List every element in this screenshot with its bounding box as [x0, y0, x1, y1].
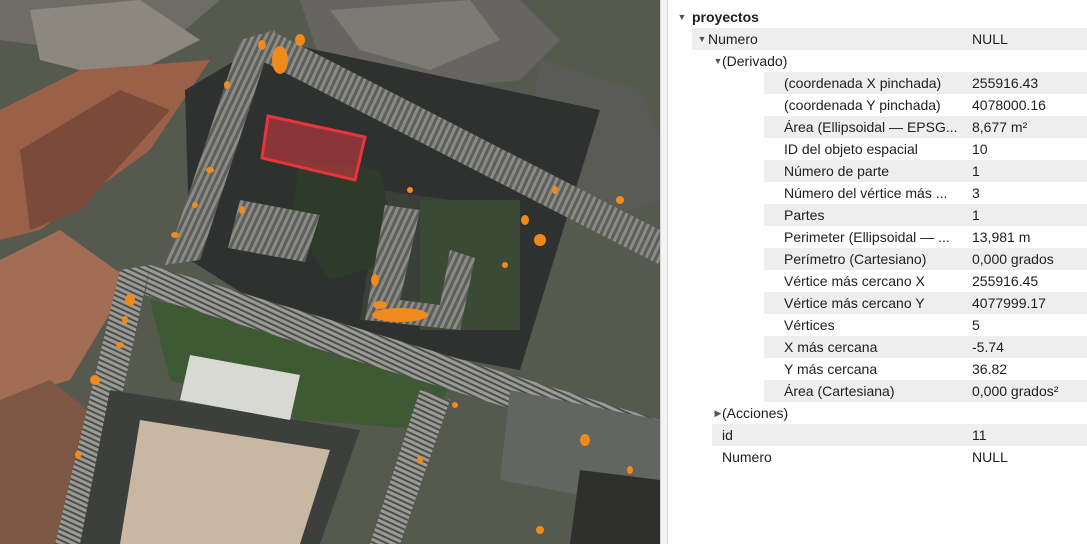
- collapse-arrow-icon[interactable]: ▼: [677, 12, 687, 22]
- row-background: [764, 72, 1087, 94]
- map-canvas[interactable]: [0, 0, 660, 544]
- field-name: Perimeter (Ellipsoidal — ...: [784, 229, 950, 245]
- field-name: Número del vértice más ...: [784, 185, 948, 201]
- field-value: 11: [972, 427, 987, 443]
- field-name: Y más cercana: [784, 361, 878, 377]
- layer-name: proyectos: [692, 9, 759, 25]
- panel-splitter[interactable]: [660, 0, 668, 544]
- tree-row[interactable]: X más cercana -5.74: [668, 336, 1087, 358]
- tree-row[interactable]: Partes 1: [668, 204, 1087, 226]
- row-background: [764, 160, 1087, 182]
- tree-row[interactable]: Número del vértice más ... 3: [668, 182, 1087, 204]
- field-name: X más cercana: [784, 339, 878, 355]
- field-value: 4078000.16: [972, 97, 1046, 113]
- expand-arrow-icon[interactable]: ▶: [714, 408, 722, 418]
- tree-row[interactable]: ID del objeto espacial 10: [668, 138, 1087, 160]
- field-value: 10: [972, 141, 988, 157]
- field-value: 255916.45: [972, 273, 1039, 289]
- tree-row[interactable]: Número de parte 1: [668, 160, 1087, 182]
- tree-row[interactable]: id 11: [668, 424, 1087, 446]
- field-value: 4077999.17: [972, 295, 1046, 311]
- row-background: [764, 116, 1087, 138]
- field-name: Vértice más cercano X: [784, 273, 925, 289]
- field-value: NULL: [972, 31, 1008, 47]
- tree-row[interactable]: (coordenada X pinchada) 255916.43: [668, 72, 1087, 94]
- field-value: 1: [972, 207, 980, 223]
- field-name: Área (Ellipsoidal — EPSG...: [784, 119, 958, 135]
- field-value: 0,000 grados: [972, 251, 1054, 267]
- field-value: 1: [972, 163, 980, 179]
- collapse-arrow-icon[interactable]: ▼: [697, 34, 707, 44]
- tree-root-row[interactable]: ▼ proyectos: [668, 6, 1087, 28]
- selected-feature-highlight: [260, 114, 367, 182]
- row-background: [764, 380, 1087, 402]
- field-name: Partes: [784, 207, 825, 223]
- field-value: 255916.43: [972, 75, 1039, 91]
- field-name: Vértices: [784, 317, 835, 333]
- tree-row[interactable]: Perimeter (Ellipsoidal — ... 13,981 m: [668, 226, 1087, 248]
- tree-row[interactable]: Vértice más cercano Y 4077999.17: [668, 292, 1087, 314]
- field-name: (Acciones): [722, 405, 789, 421]
- row-background: [764, 248, 1087, 270]
- tree-row[interactable]: Vértice más cercano X 255916.45: [668, 270, 1087, 292]
- row-background: [764, 336, 1087, 358]
- row-background: [764, 292, 1087, 314]
- field-value: 3: [972, 185, 980, 201]
- field-name: Numero: [722, 449, 772, 465]
- satellite-raster: [0, 0, 660, 544]
- field-value: 5: [972, 317, 980, 333]
- tree-row[interactable]: ▶(Acciones): [668, 402, 1087, 424]
- field-name: Área (Cartesiana): [784, 383, 895, 399]
- row-background: [692, 28, 1087, 50]
- field-name: id: [722, 427, 733, 443]
- field-value: 13,981 m: [972, 229, 1031, 245]
- field-name: ID del objeto espacial: [784, 141, 918, 157]
- tree-row[interactable]: Área (Ellipsoidal — EPSG... 8,677 m²: [668, 116, 1087, 138]
- field-value: 36.82: [972, 361, 1008, 377]
- field-name: Número de parte: [784, 163, 890, 179]
- field-value: NULL: [972, 449, 1008, 465]
- tree-row[interactable]: Y más cercana 36.82: [668, 358, 1087, 380]
- field-name: (coordenada X pinchada): [784, 75, 942, 91]
- field-value: -5.74: [972, 339, 1004, 355]
- row-background: [764, 204, 1087, 226]
- tree-row[interactable]: Vértices 5: [668, 314, 1087, 336]
- tree-row[interactable]: Numero NULL: [668, 446, 1087, 468]
- field-value: 0,000 grados²: [972, 383, 1059, 399]
- tree-row[interactable]: ▼Numero NULL: [668, 28, 1087, 50]
- field-name: Numero: [708, 31, 758, 47]
- tree-row[interactable]: Perímetro (Cartesiano) 0,000 grados: [668, 248, 1087, 270]
- field-name: (Derivado): [722, 53, 788, 69]
- tree-row[interactable]: (coordenada Y pinchada) 4078000.16: [668, 94, 1087, 116]
- field-name: Perímetro (Cartesiano): [784, 251, 927, 267]
- tree-row[interactable]: ▼(Derivado): [668, 50, 1087, 72]
- field-value: 8,677 m²: [972, 119, 1028, 135]
- tree-row[interactable]: Área (Cartesiana) 0,000 grados²: [668, 380, 1087, 402]
- row-background: [712, 424, 1087, 446]
- field-name: (coordenada Y pinchada): [784, 97, 941, 113]
- field-name: Vértice más cercano Y: [784, 295, 925, 311]
- collapse-arrow-icon[interactable]: ▼: [713, 56, 723, 66]
